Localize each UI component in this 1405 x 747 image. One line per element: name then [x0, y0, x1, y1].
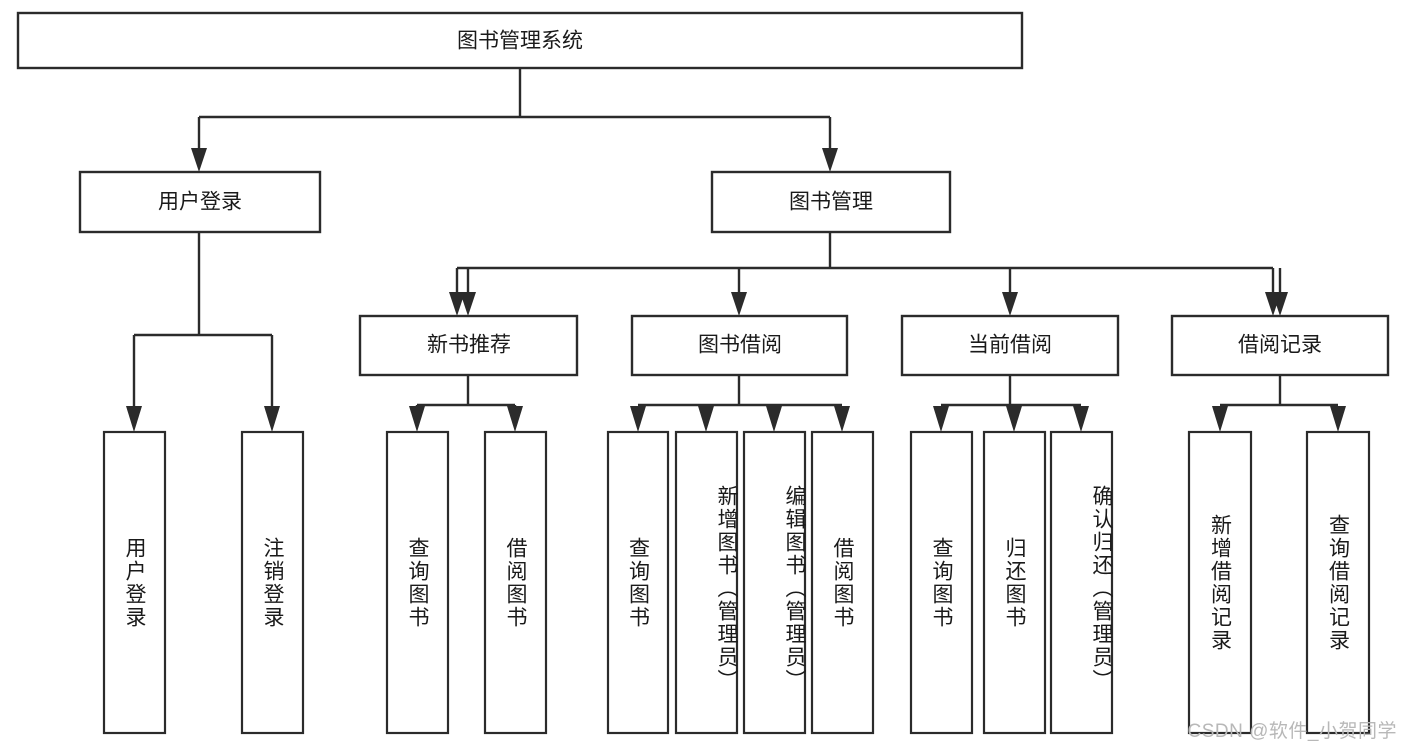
current-borrow-label: 当前借阅	[968, 334, 1052, 357]
leaf-query-book-2-box[interactable]	[606, 430, 670, 735]
leaf-borrow-book-2-box[interactable]	[810, 430, 875, 735]
new-book-recommend-box[interactable]	[358, 314, 579, 377]
leaf-add-book-admin-box[interactable]	[674, 430, 739, 735]
book-manage-box[interactable]	[710, 170, 952, 234]
arrow-head-new-book-recommend	[460, 292, 476, 316]
arrow-head-leaf-add-borrow-record	[1212, 406, 1228, 432]
arrow-head-leaf-borrow-book-2	[834, 406, 850, 432]
leaf-query-book-3-box[interactable]	[909, 430, 974, 735]
edge-layer	[126, 68, 1346, 432]
arrow-head-leaf-query-book-2	[630, 406, 646, 432]
arrow-head-leaf-return-book	[1006, 406, 1022, 432]
book-borrow-box[interactable]	[630, 314, 849, 377]
new-book-recommend-label: 新书推荐	[427, 334, 511, 357]
arrow-head-book-borrow	[731, 292, 747, 316]
arrow-head-current-borrow	[1002, 292, 1018, 316]
arrow-head-user-login	[191, 148, 207, 172]
leaf-user-login-box[interactable]	[102, 430, 167, 735]
leaf-query-book-1-box[interactable]	[385, 430, 450, 735]
leaf-logout-login-box[interactable]	[240, 430, 305, 735]
leaf-edit-book-admin-box[interactable]	[742, 430, 807, 735]
node-book-manage[interactable]: 图书管理	[710, 170, 952, 234]
arrow-head-bm-right-stub	[1265, 292, 1281, 316]
borrow-record-label: 借阅记录	[1238, 334, 1322, 357]
root-box[interactable]	[16, 11, 1024, 70]
borrow-record-box[interactable]	[1170, 314, 1390, 377]
user-login-label: 用户登录	[158, 191, 242, 214]
node-borrow-record[interactable]: 借阅记录	[1170, 314, 1390, 377]
csdn-watermark: CSDN @软件_小贺同学	[1187, 721, 1397, 742]
leaf-return-book-box[interactable]	[982, 430, 1047, 735]
arrow-head-book-manage	[822, 148, 838, 172]
node-current-borrow[interactable]: 当前借阅	[900, 314, 1120, 377]
arrow-head-leaf-add-book-admin	[698, 406, 714, 432]
arrow-head-leaf-logout-login	[264, 406, 280, 432]
arrow-head-leaf-user-login	[126, 406, 142, 432]
book-borrow-label: 图书借阅	[698, 334, 782, 357]
arrow-head-leaf-query-book-1	[409, 406, 425, 432]
arrow-head-leaf-confirm-return-admin	[1073, 406, 1089, 432]
user-login-box[interactable]	[78, 170, 322, 234]
leaf-confirm-return-admin-box[interactable]	[1049, 430, 1114, 735]
arrow-head-leaf-query-book-3	[933, 406, 949, 432]
arrow-head-bm-left-stub	[449, 292, 465, 316]
current-borrow-box[interactable]	[900, 314, 1120, 377]
leaf-add-borrow-record-box[interactable]	[1187, 430, 1253, 735]
node-book-borrow[interactable]: 图书借阅	[630, 314, 849, 377]
node-root[interactable]: 图书管理系统	[16, 11, 1024, 70]
node-user-login[interactable]: 用户登录	[78, 170, 322, 234]
root-label: 图书管理系统	[457, 30, 583, 53]
leaf-query-borrow-record-box[interactable]	[1305, 430, 1371, 735]
leaf-box-layer	[102, 430, 1371, 735]
arrow-head-leaf-borrow-book-1	[507, 406, 523, 432]
arrow-head-leaf-query-borrow-record	[1330, 406, 1346, 432]
arrow-head-leaf-edit-book-admin	[766, 406, 782, 432]
node-new-book-recommend[interactable]: 新书推荐	[358, 314, 579, 377]
book-manage-label: 图书管理	[789, 191, 873, 214]
leaf-borrow-book-1-box[interactable]	[483, 430, 548, 735]
